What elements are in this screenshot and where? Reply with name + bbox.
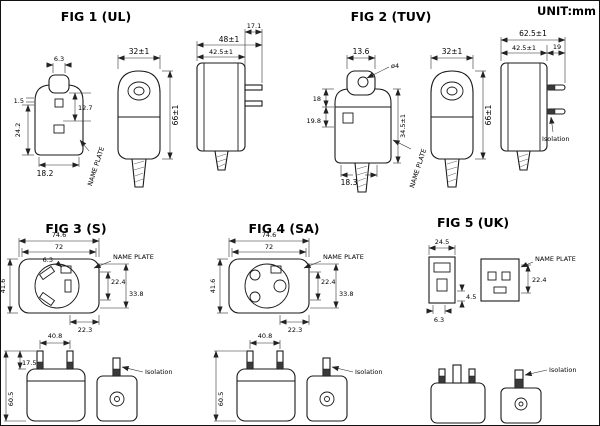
fig2-side-view: [430, 70, 474, 188]
fig3-dim-slot: 6.3: [43, 256, 53, 264]
pin-isolation-sleeve: [322, 368, 331, 377]
pin-isolation-sleeve: [546, 108, 556, 115]
fig4-dim-pin-pitch: 40.8: [258, 332, 272, 340]
pin-isolation-sleeve: [514, 378, 524, 389]
fig2-dim-side-height: 66±1: [484, 104, 493, 125]
fig2: FIG 2 (TUV): [307, 9, 570, 193]
fig4-dim-pin-span: 22.3: [288, 326, 302, 334]
fig3-dim-total-height: 60.5: [7, 392, 15, 406]
fig2-dim-nose-width: 13.6: [353, 47, 370, 56]
pin-isolation-sleeve: [276, 361, 284, 370]
fig3-dim-pin-pitch: 40.8: [48, 332, 62, 340]
fig1-dim-edge: 1.5: [14, 97, 24, 105]
fig3-dim-circle-outer: 33.8: [129, 290, 143, 298]
fig4-title: FIG 4 (SA): [249, 221, 320, 236]
fig1-dim-side-height: 66±1: [171, 104, 180, 125]
fig4-dim-overall-width: 74.6: [262, 231, 276, 239]
fig3-dimensions: 74.6 72 41.6 6.3 22.4 33.8: [1, 231, 173, 422]
fig5-side-views: [430, 364, 542, 424]
fig4-dim-circle-inner: 22.4: [321, 278, 335, 286]
fig2-dim-pin-length: 19: [553, 43, 561, 51]
fig1-front-view: [34, 74, 84, 156]
earth-slot-icon: [64, 279, 72, 293]
fig5-dimensions: 24.5 22.4 NAME PLATE 6.3 4.5 Isolation: [426, 238, 577, 377]
fig4-isolation-label: Isolation: [355, 368, 383, 376]
round-pin-hole-icon: [249, 269, 261, 281]
fig3-dim-inner-width: 72: [55, 243, 63, 251]
fig3-dim-overall-width: 74.6: [52, 231, 66, 239]
round-pin-hole-icon: [273, 279, 287, 293]
fig2-dim-body-width: 42.5±1: [512, 44, 536, 52]
fig1-dim-bottom-width: 18.2: [37, 169, 54, 178]
fig1-side-view: [117, 70, 161, 188]
fig1-profile-view: [196, 62, 263, 171]
fig3-dim-pin-span: 22.3: [78, 326, 92, 334]
fig4-dim-total-height: 60.5: [217, 392, 225, 406]
fig3-name-plate-label: NAME PLATE: [113, 253, 154, 261]
fig2-dim-pin-diameter: ø4: [391, 62, 399, 70]
pin-isolation-sleeve: [112, 368, 121, 377]
fig5-top-view: [428, 256, 520, 304]
pin-isolation-sleeve: [468, 375, 476, 384]
fig1-dim-top-slot: 6.3: [54, 55, 64, 63]
fig2-dim-upper-height: 18: [313, 95, 321, 103]
angled-slot-icon: [38, 291, 56, 307]
unit-label: UNIT:mm: [537, 4, 596, 18]
fig5-dim-block-width: 24.5: [435, 238, 449, 246]
fig3-top-view: [18, 258, 100, 314]
angled-slot-icon: [38, 265, 56, 281]
fig2-dim-overall-width: 62.5±1: [519, 29, 547, 38]
fig2-profile-view: [500, 62, 566, 171]
pin-isolation-sleeve: [66, 361, 74, 370]
fig3-dim-pin-length: 17.5: [22, 359, 36, 367]
fig1-dim-blade-length: 17.1: [247, 22, 261, 30]
earth-pin-icon: [452, 364, 462, 384]
fig5-name-plate-label: NAME PLATE: [535, 255, 576, 263]
fig2-dim-front-height: 34.5±1: [399, 114, 407, 138]
pin-isolation-sleeve: [36, 361, 44, 370]
fig2-front-view: [334, 70, 392, 193]
fig2-dim-side-width: 32±1: [442, 47, 463, 56]
fig4-dim-inner-width: 72: [265, 243, 273, 251]
us-blade-icon: [244, 100, 263, 107]
pin-isolation-sleeve: [546, 84, 556, 91]
fig1-title: FIG 1 (UL): [61, 9, 131, 24]
fig2-dim-bottom-width: 18.3: [341, 178, 358, 187]
fig2-title: FIG 2 (TUV): [351, 9, 432, 24]
fig1-dim-nose-height: 12.7: [78, 104, 92, 112]
pin-isolation-sleeve: [246, 361, 254, 370]
fig5: FIG 5 (UK) 2: [426, 215, 577, 424]
fig3: FIG 3 (S) 74.6: [1, 221, 173, 422]
fig3-dim-circle-inner: 22.4: [111, 278, 125, 286]
fig1-name-plate-label: NAME PLATE: [86, 146, 106, 187]
fig5-dim-block-height: 22.4: [532, 276, 546, 284]
fig4-side-views: [236, 350, 348, 422]
fig1-dim-body-width: 42.5±1: [209, 48, 233, 56]
fig3-title: FIG 3 (S): [45, 221, 106, 236]
fig3-dim-face-height: 41.6: [1, 279, 7, 293]
fig3-isolation-label: Isolation: [145, 368, 173, 376]
fig2-name-plate-label: NAME PLATE: [408, 148, 428, 189]
fig4-name-plate-label: NAME PLATE: [323, 253, 364, 261]
fig2-isolation-label: Isolation: [542, 135, 570, 143]
fig1-dim-overall-width: 48±1: [219, 35, 240, 44]
fig1-dim-side-width: 32±1: [129, 47, 150, 56]
fig5-dim-pin-width: 6.3: [434, 316, 444, 324]
fig5-title: FIG 5 (UK): [437, 215, 509, 230]
us-blade-icon: [244, 84, 263, 91]
pin-isolation-sleeve: [438, 375, 446, 384]
fig1-dim-body-height: 24.2: [14, 123, 22, 137]
round-pin-hole-icon: [249, 291, 261, 303]
fig4-dim-circle-outer: 33.8: [339, 290, 353, 298]
fig4: FIG 4 (SA) 74.6: [209, 221, 383, 422]
fig4-dimensions: 74.6 72 41.6 22.4 33.8 22.3: [209, 231, 383, 422]
fig1: FIG 1 (UL): [14, 9, 263, 188]
fig4-dim-face-height: 41.6: [209, 279, 217, 293]
fig5-dim-pin-thickness: 4.5: [466, 293, 476, 301]
fig4-top-view: [228, 258, 310, 314]
fig3-side-views: [26, 350, 138, 422]
fig5-isolation-label: Isolation: [549, 366, 577, 374]
fig2-dim-lower-height: 19.8: [307, 117, 321, 125]
